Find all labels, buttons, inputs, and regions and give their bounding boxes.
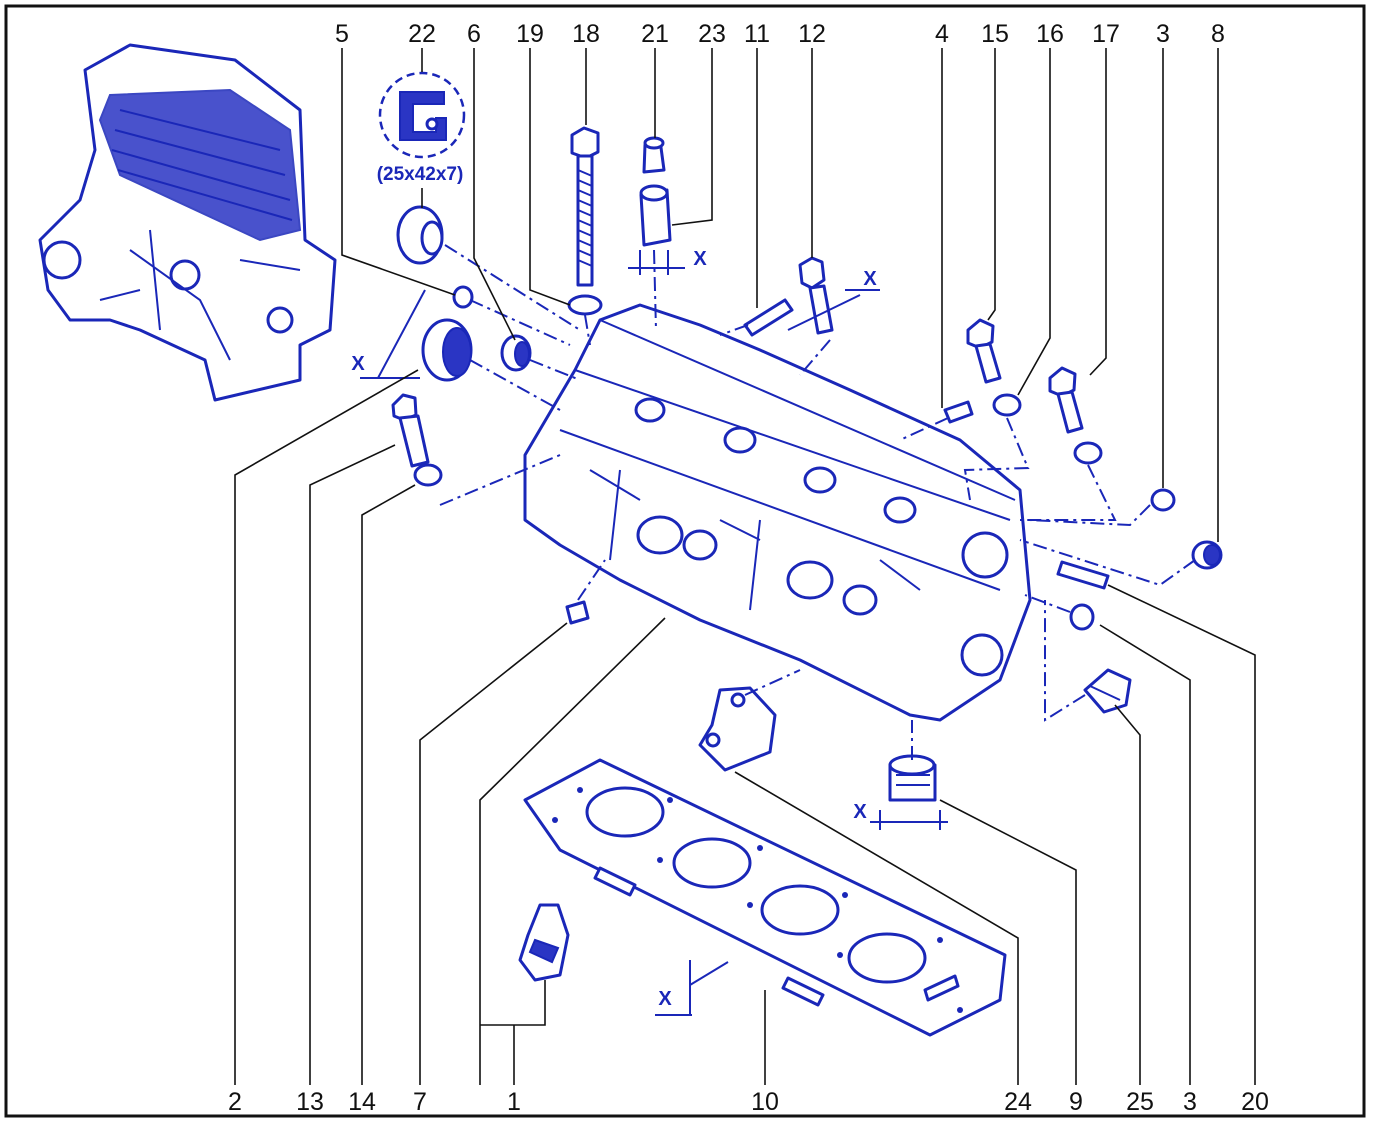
callout-4: 4 bbox=[935, 20, 949, 48]
callout-24: 24 bbox=[1004, 1088, 1032, 1116]
bottom-leader-lines bbox=[234, 369, 1256, 1085]
bolt-18 bbox=[570, 126, 600, 287]
callout-16: 16 bbox=[1036, 20, 1064, 48]
bolt-17 bbox=[1048, 366, 1084, 434]
stud-11 bbox=[743, 298, 794, 337]
callout-20: 20 bbox=[1241, 1088, 1269, 1116]
stud-20 bbox=[1056, 560, 1110, 590]
washer-14 bbox=[413, 463, 443, 487]
bottom-callouts: 2 13 14 7 1 10 24 9 25 3 20 bbox=[228, 1088, 1269, 1116]
callout-22: 22 bbox=[408, 20, 436, 48]
insert-21 bbox=[642, 136, 666, 174]
bracket-24 bbox=[698, 686, 777, 772]
plug-3-bottom bbox=[1069, 603, 1095, 631]
x-marker-stud-12: X bbox=[863, 268, 877, 290]
ball-5 bbox=[452, 285, 474, 309]
callout-23: 23 bbox=[698, 20, 726, 48]
dowel-4 bbox=[943, 400, 974, 424]
x-marker-gasket-10: X bbox=[658, 988, 672, 1010]
washer-16 bbox=[992, 393, 1022, 417]
head-gasket-10 bbox=[523, 758, 1007, 1037]
top-leader-lines bbox=[341, 48, 1219, 542]
callout-19: 19 bbox=[516, 20, 544, 48]
oil-seal-22 bbox=[396, 205, 444, 265]
cylinder-head bbox=[523, 303, 1032, 722]
callout-13: 13 bbox=[296, 1088, 324, 1116]
callout-21: 21 bbox=[641, 20, 669, 48]
callout-25: 25 bbox=[1126, 1088, 1154, 1116]
x-dimension-markers: X X X X X bbox=[351, 248, 948, 1016]
callout-6: 6 bbox=[467, 20, 481, 48]
callout-8: 8 bbox=[1211, 20, 1225, 48]
callout-10: 10 bbox=[751, 1088, 779, 1116]
plug-3-top bbox=[1150, 488, 1176, 512]
seal-detail-22 bbox=[378, 71, 466, 159]
assembly-lines bbox=[439, 244, 1196, 760]
bolt-bag-1 bbox=[518, 903, 570, 982]
callout-3-bottom: 3 bbox=[1183, 1088, 1197, 1116]
callout-18: 18 bbox=[572, 20, 600, 48]
tappet-23 bbox=[639, 184, 672, 247]
callout-2: 2 bbox=[228, 1088, 242, 1116]
plug-2 bbox=[421, 318, 473, 382]
callout-14: 14 bbox=[348, 1088, 376, 1116]
callout-17: 17 bbox=[1092, 20, 1120, 48]
x-marker-plug-2: X bbox=[351, 353, 365, 375]
plug-8 bbox=[1191, 540, 1223, 570]
top-callouts: 5 22 6 19 18 21 23 11 12 4 15 16 17 3 8 bbox=[335, 20, 1225, 48]
x-marker-tappet-23: X bbox=[693, 248, 707, 270]
washer-19 bbox=[567, 294, 603, 316]
callout-5: 5 bbox=[335, 20, 349, 48]
bolt-15 bbox=[966, 318, 1002, 384]
plug-25 bbox=[1083, 668, 1132, 714]
callout-7: 7 bbox=[413, 1088, 427, 1116]
x-marker-plug-9: X bbox=[853, 801, 867, 823]
plug-6 bbox=[500, 334, 532, 372]
seal-spec-label: (25x42x7) bbox=[377, 164, 464, 185]
washer-17 bbox=[1073, 441, 1103, 465]
dowel-7 bbox=[565, 600, 590, 625]
engine-thumbnail bbox=[38, 43, 337, 402]
callout-12: 12 bbox=[798, 20, 826, 48]
plug-9 bbox=[888, 754, 937, 802]
callout-15: 15 bbox=[981, 20, 1009, 48]
bolt-13 bbox=[391, 393, 430, 468]
callout-9: 9 bbox=[1069, 1088, 1083, 1116]
callout-3-top: 3 bbox=[1156, 20, 1170, 48]
callout-1: 1 bbox=[507, 1088, 521, 1116]
callout-11: 11 bbox=[744, 20, 770, 48]
